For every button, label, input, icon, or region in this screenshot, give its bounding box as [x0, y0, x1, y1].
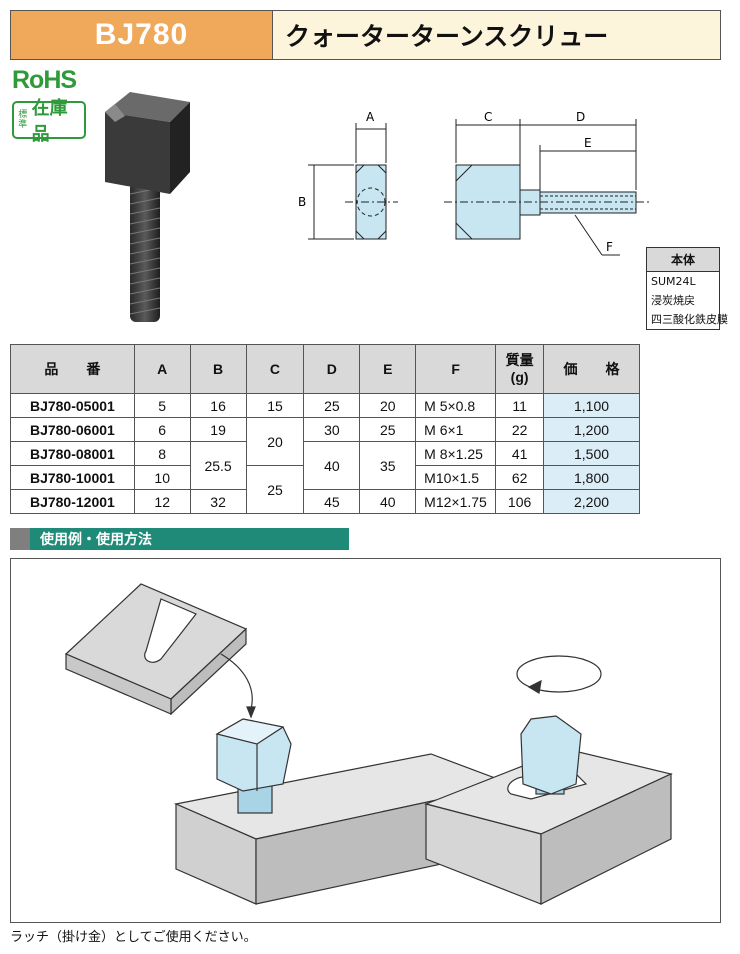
- cell-c: 20: [245, 417, 305, 466]
- cell-f: M10×1.5: [415, 465, 497, 490]
- cell-b: 25.5: [189, 441, 247, 490]
- cell-b: 32: [189, 489, 247, 514]
- screw-head-right: [520, 715, 582, 795]
- stock-small-label: 標準: [18, 110, 28, 130]
- material-line: SUM24L: [651, 275, 696, 288]
- cell-price: 1,200: [543, 417, 640, 442]
- cell-a: 6: [133, 417, 191, 442]
- cell-a: 12: [133, 489, 191, 514]
- col-header: B: [189, 344, 247, 394]
- table-row: BJ780-05001 5 16 15 25 20 M 5×0.8 11 1,1…: [10, 393, 640, 418]
- cell-c: 15: [245, 393, 305, 418]
- cell-c: 25: [245, 465, 305, 514]
- cell-f: M 8×1.25: [415, 441, 497, 466]
- section-title: 使用例・使用方法: [40, 532, 152, 548]
- part-number: BJ780-06001: [10, 417, 135, 442]
- dimension-drawing: A B C D E F: [298, 110, 650, 256]
- cell-f: M 6×1: [415, 417, 497, 442]
- table-row: BJ780-10001 10 25 M10×1.5 62 1,800: [10, 465, 640, 514]
- product-photo: [105, 92, 190, 322]
- usage-drawing: [64, 583, 673, 905]
- section-marker: [10, 528, 30, 550]
- part-number: BJ780-08001: [10, 441, 135, 466]
- table-header-row: 品 番 A B C D E F 質量 (g) 価 格: [10, 344, 640, 394]
- screw-shaft: [129, 182, 161, 322]
- cell-d: 30: [303, 417, 361, 442]
- material-line: 浸炭焼戻: [651, 294, 695, 307]
- dim-c-label: C: [484, 110, 492, 124]
- cell-f: M12×1.75: [415, 489, 497, 514]
- cell-mass: 41: [495, 441, 545, 466]
- cell-b: 19: [189, 417, 247, 442]
- col-header: F: [415, 344, 497, 394]
- cell-price: 1,100: [543, 393, 640, 418]
- cell-d: 25: [303, 393, 361, 418]
- rotation-arrow: [516, 655, 602, 693]
- cell-a: 8: [133, 441, 191, 466]
- material-box: 本体 SUM24L 浸炭焼戻 四三酸化鉄皮膜: [646, 247, 728, 330]
- cell-price: 1,500: [543, 441, 640, 466]
- col-header: A: [133, 344, 191, 394]
- cell-mass: 62: [495, 465, 545, 490]
- rohs-badge: RoHS: [12, 66, 77, 94]
- dim-a-label: A: [366, 110, 375, 124]
- material-line: 四三酸化鉄皮膜: [651, 313, 728, 326]
- material-header: 本体: [647, 248, 719, 272]
- col-header: D: [303, 344, 361, 394]
- table-row: BJ780-12001 12 32 45 40 M12×1.75 106 2,2…: [10, 489, 640, 514]
- part-number: BJ780-05001: [10, 393, 135, 418]
- dim-f-label: F: [606, 240, 613, 254]
- usage-section-header: 使用例・使用方法: [10, 528, 349, 550]
- col-header: 質量 (g): [495, 344, 545, 394]
- stock-badge: 標準 在庫品: [12, 98, 86, 145]
- screw-head: [105, 92, 190, 194]
- stock-big-label: 在庫品: [31, 98, 68, 145]
- cell-b: 16: [189, 393, 247, 418]
- cell-mass: 22: [495, 417, 545, 442]
- dim-b-label: B: [298, 195, 306, 209]
- table-row: BJ780-06001 6 19 20 30 25 M 6×1 22 1,200: [10, 417, 640, 466]
- cell-a: 10: [133, 465, 191, 490]
- cell-e: 35: [359, 441, 417, 490]
- cell-f: M 5×0.8: [415, 393, 497, 418]
- cell-a: 5: [133, 393, 191, 418]
- cell-e: 25: [359, 417, 417, 442]
- cell-mass: 11: [495, 393, 545, 418]
- dim-d-label: D: [576, 110, 585, 124]
- table-row: BJ780-08001 8 25.5 40 35 M 8×1.25 41 1,5…: [10, 441, 640, 490]
- part-number: BJ780-12001: [10, 489, 135, 514]
- usage-note: ラッチ（掛け金）としてご使用ください。: [10, 930, 257, 945]
- usage-illustration: [10, 558, 721, 923]
- cell-d: 40: [303, 441, 361, 490]
- spec-table: 品 番 A B C D E F 質量 (g) 価 格 BJ780-05001 5…: [10, 344, 640, 514]
- cell-d: 45: [303, 489, 361, 514]
- product-code: BJ780: [11, 11, 273, 59]
- cell-e: 40: [359, 489, 417, 514]
- col-header: 品 番: [10, 344, 135, 394]
- col-header: C: [245, 344, 305, 394]
- title-bar: BJ780 クォーターターンスクリュー: [10, 10, 721, 60]
- cell-mass: 106: [495, 489, 545, 514]
- product-name: クォーターターンスクリュー: [273, 11, 720, 59]
- dim-e-label: E: [584, 136, 592, 150]
- col-header: E: [359, 344, 417, 394]
- cell-price: 2,200: [543, 489, 640, 514]
- cell-price: 1,800: [543, 465, 640, 490]
- part-number: BJ780-10001: [10, 465, 135, 490]
- col-header: 価 格: [543, 344, 640, 394]
- cell-e: 20: [359, 393, 417, 418]
